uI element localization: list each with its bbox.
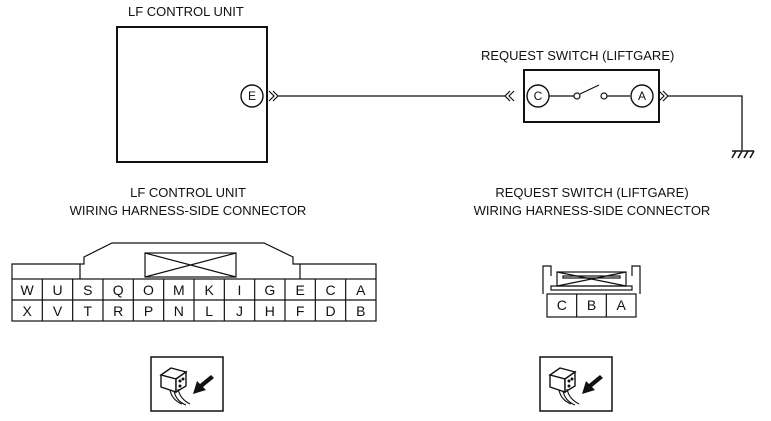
lf-pin-J: J [236,303,243,319]
lf-connector-title-2: WIRING HARNESS-SIDE CONNECTOR [70,203,307,218]
lf-pin-I: I [238,282,242,298]
switch-pin-A: A [616,297,626,313]
lf-pin-H: H [265,303,275,319]
lf-terminal-label: E [248,89,256,103]
lf-pin-W: W [21,282,35,298]
lf-pin-X: X [22,303,32,319]
lf-pin-U: U [52,282,62,298]
lf-pin-R: R [113,303,123,319]
ground-icon [731,150,755,159]
lf-terminal-circle [240,84,264,108]
switch-contact-icon [573,92,581,100]
switch-terminal-c-label: C [534,89,543,103]
lf-pin-A: A [356,282,366,298]
lf-pin-G: G [264,282,275,298]
lf-pin-O: O [143,282,154,298]
lf-pin-grid: W U S Q O M K I G E C A X V T R P N L J H F D B [21,279,366,321]
lf-pin-S: S [83,282,92,298]
connector-chevron-icon [504,90,515,102]
switch-contact-icon [600,92,608,100]
lf-pin-N: N [174,303,184,319]
connector-chevron-icon [658,90,669,102]
lf-pin-C: C [325,282,335,298]
switch-pin-B: B [587,297,596,313]
lf-pin-V: V [53,303,63,319]
lf-pin-F: F [296,303,305,319]
switch-terminal-a-circle [630,84,654,108]
lf-pin-K: K [204,282,214,298]
lf-pin-M: M [173,282,185,298]
harness-connector-view-icon [539,356,613,412]
switch-terminal-a-label: A [638,89,646,103]
lf-pin-Q: Q [113,282,124,298]
harness-connector-view-icon [150,356,224,412]
lf-unit-title: LF CONTROL UNIT [128,4,244,19]
lf-pin-B: B [356,303,365,319]
lf-control-unit-box [116,26,268,163]
lf-pin-E: E [295,282,304,298]
switch-pin-C: C [557,297,567,313]
switch-connector-title-2: WIRING HARNESS-SIDE CONNECTOR [474,203,711,218]
switch-connector-title-1: REQUEST SWITCH (LIFTGARE) [495,185,688,200]
switch-connector-face [542,265,641,318]
switch-blade [579,84,600,95]
wire-a-to-ground [668,95,743,150]
connector-chevron-icon [268,90,279,102]
lf-pin-P: P [144,303,153,319]
request-switch-box [523,69,660,123]
lf-pin-T: T [84,303,93,319]
request-switch-title: REQUEST SWITCH (LIFTGARE) [481,48,674,63]
lf-pin-L: L [205,303,213,319]
lf-pin-D: D [325,303,335,319]
lf-connector-title-1: LF CONTROL UNIT [130,185,246,200]
